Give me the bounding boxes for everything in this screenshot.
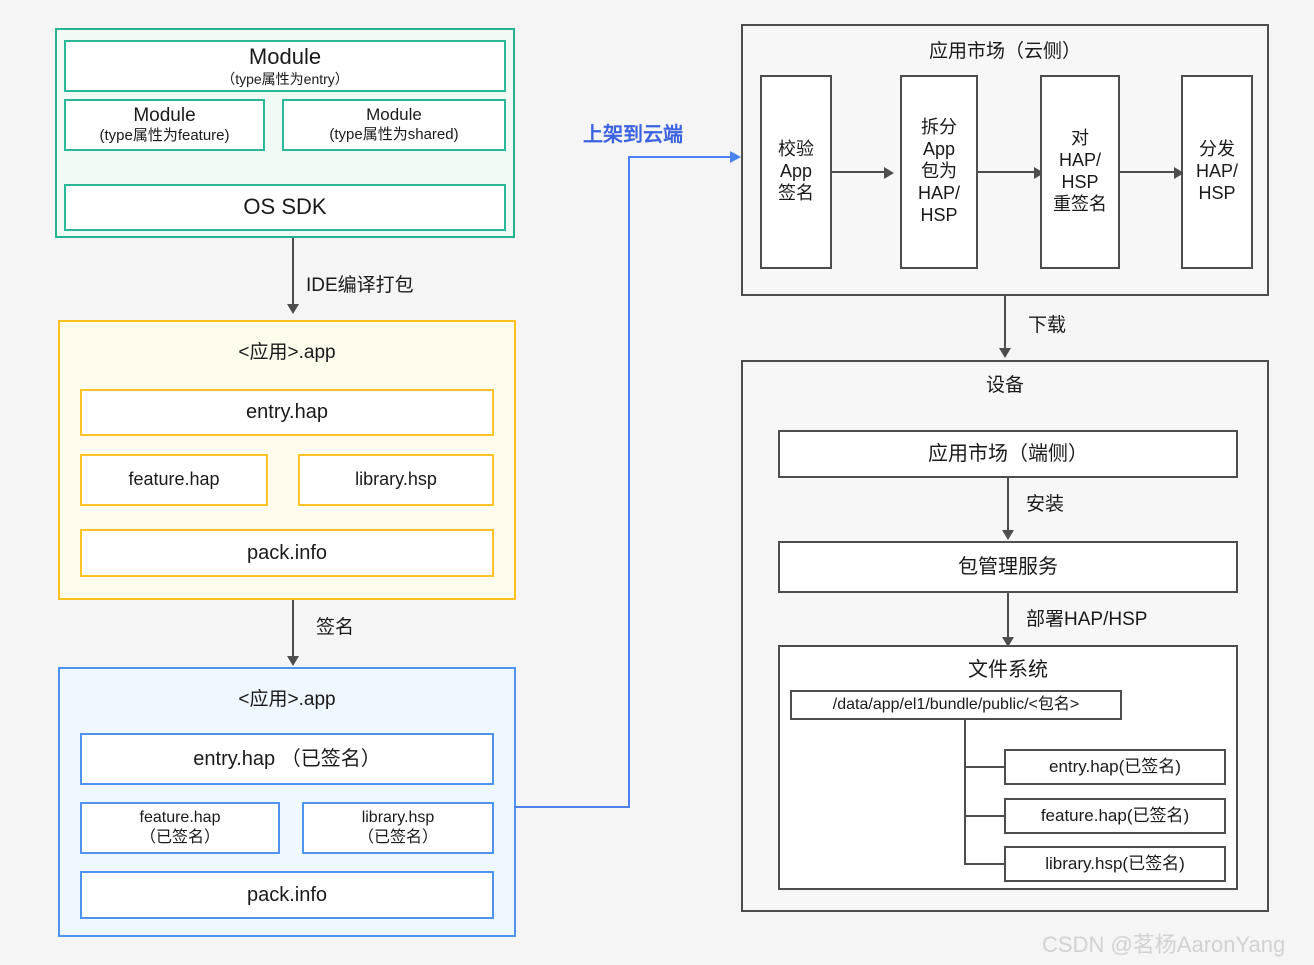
edge-download-label: 下载	[1028, 315, 1067, 336]
cloud-step-2-line-3: 包为	[921, 161, 957, 182]
edge-ide-build-line	[292, 238, 294, 308]
filesystem-file-entry-hap-label: entry.hap(已签名)	[1049, 756, 1181, 776]
cloud-step-2-line-5: HSP	[920, 204, 958, 225]
signed-library-hsp-sublabel: （已签名）	[357, 829, 438, 846]
signed-feature-hap-box[interactable]: feature.hap （已签名）	[80, 802, 280, 854]
upload-arrow-arrowhead	[730, 151, 741, 163]
edge-download-arrowhead	[999, 348, 1011, 358]
filesystem-path-label: /data/app/el1/bundle/public/<包名>	[832, 696, 1080, 714]
cloud-step-1-line-1: 校验	[778, 139, 814, 160]
edge-install-line	[1007, 478, 1009, 534]
edge-ide-build-label: IDE编译打包	[306, 275, 414, 296]
filesystem-tree-branch-2	[964, 815, 1006, 817]
cloud-edge-1-line	[832, 171, 886, 173]
cloud-step-4-line-3: HSP	[1198, 182, 1236, 203]
edge-deploy-arrowhead	[1002, 637, 1014, 647]
os-sdk-label: OS SDK	[243, 194, 327, 220]
app-feature-hap-label: feature.hap	[128, 469, 220, 490]
edge-ide-build-arrowhead	[287, 304, 299, 314]
edge-sign-arrowhead	[287, 656, 299, 666]
signed-library-hsp-label: library.hsp	[361, 809, 435, 827]
signed-pack-info-box[interactable]: pack.info	[80, 871, 494, 919]
app-entry-hap-label: entry.hap	[246, 401, 328, 424]
app-pack-info-label: pack.info	[246, 541, 328, 564]
module-feature-subtitle: (type属性为feature)	[99, 127, 230, 145]
package-manager-box[interactable]: 包管理服务	[778, 541, 1238, 593]
signed-entry-hap-box[interactable]: entry.hap （已签名）	[80, 733, 494, 785]
device-title: 设备	[985, 375, 1024, 396]
cloud-edge-3-arrowhead	[1174, 167, 1184, 179]
app-library-hsp-box[interactable]: library.hsp	[298, 454, 494, 506]
signed-entry-hap-label: entry.hap （已签名）	[193, 747, 381, 770]
module-entry-box[interactable]: Module （type属性为entry）	[64, 40, 506, 92]
os-sdk-box[interactable]: OS SDK	[64, 184, 506, 231]
edge-deploy-line	[1007, 593, 1009, 641]
signed-feature-hap-label: feature.hap	[139, 809, 221, 827]
filesystem-title: 文件系统	[968, 659, 1048, 681]
filesystem-file-entry-hap[interactable]: entry.hap(已签名)	[1004, 749, 1226, 785]
edge-install-arrowhead	[1002, 530, 1014, 540]
filesystem-file-feature-hap-label: feature.hap(已签名)	[1040, 805, 1190, 825]
edge-sign-label: 签名	[316, 617, 355, 638]
module-entry-subtitle: （type属性为entry）	[221, 70, 349, 87]
filesystem-file-feature-hap[interactable]: feature.hap(已签名)	[1004, 798, 1226, 834]
signed-app-package-title: <应用>.app	[238, 689, 336, 710]
module-shared-box[interactable]: Module (type属性为shared)	[282, 99, 506, 151]
edge-deploy-label: 部署HAP/HSP	[1026, 609, 1148, 630]
cloud-step-2-line-4: HAP/	[917, 182, 960, 203]
module-feature-box[interactable]: Module (type属性为feature)	[64, 99, 265, 151]
app-pack-info-box[interactable]: pack.info	[80, 529, 494, 577]
upload-arrow-label: 上架到云端	[583, 124, 683, 146]
module-shared-subtitle: (type属性为shared)	[329, 126, 459, 144]
app-market-client-label: 应用市场（端侧）	[928, 442, 1088, 465]
edge-install-label: 安装	[1026, 494, 1065, 515]
filesystem-file-library-hsp[interactable]: library.hsp(已签名)	[1004, 846, 1226, 882]
cloud-step-3-line-3: HSP	[1061, 172, 1099, 192]
cloud-step-split-app[interactable]: 拆分 App 包为 HAP/ HSP	[900, 75, 978, 269]
cloud-edge-1-arrowhead	[884, 167, 894, 179]
app-feature-hap-box[interactable]: feature.hap	[80, 454, 268, 506]
upload-arrow-segment-h2	[628, 156, 732, 158]
filesystem-tree-branch-3	[964, 863, 1006, 865]
app-package-title: <应用>.app	[238, 342, 336, 363]
edge-sign-line	[292, 600, 294, 660]
cloud-edge-3-line	[1120, 171, 1176, 173]
filesystem-file-library-hsp-label: library.hsp(已签名)	[1045, 853, 1185, 873]
module-feature-title: Module	[133, 105, 196, 127]
cloud-step-distribute[interactable]: 分发 HAP/ HSP	[1181, 75, 1253, 269]
cloud-step-resign[interactable]: 对 HAP/ HSP 重签名	[1040, 75, 1120, 269]
filesystem-tree-trunk	[964, 720, 966, 865]
signed-feature-hap-sublabel: （已签名）	[139, 829, 220, 846]
app-entry-hap-box[interactable]: entry.hap	[80, 389, 494, 436]
cloud-step-1-line-2: App	[779, 161, 813, 182]
app-library-hsp-label: library.hsp	[355, 469, 437, 490]
module-shared-title: Module	[366, 105, 422, 125]
edge-download-line	[1004, 296, 1006, 352]
cloud-step-4-line-1: 分发	[1199, 139, 1235, 160]
upload-arrow-segment-v	[628, 156, 630, 808]
upload-arrow-segment-h1	[514, 806, 630, 808]
watermark: CSDN @茗杨AaronYang	[1042, 932, 1286, 957]
signed-pack-info-label: pack.info	[246, 883, 328, 906]
cloud-edge-2-arrowhead	[1034, 167, 1044, 179]
cloud-step-1-line-3: 签名	[778, 182, 814, 203]
cloud-step-4-line-2: HAP/	[1195, 161, 1238, 182]
module-entry-title: Module	[248, 44, 322, 70]
cloud-step-3-line-4: 重签名	[1053, 193, 1107, 214]
cloud-step-verify-signature[interactable]: 校验 App 签名	[760, 75, 832, 269]
cloud-step-2-line-1: 拆分	[921, 117, 957, 138]
cloud-step-3-line-2: HAP/	[1058, 150, 1101, 171]
cloud-market-title: 应用市场（云侧）	[928, 41, 1081, 62]
package-manager-label: 包管理服务	[958, 555, 1058, 578]
filesystem-tree-branch-1	[964, 766, 1006, 768]
signed-library-hsp-box[interactable]: library.hsp （已签名）	[302, 802, 494, 854]
filesystem-path-box[interactable]: /data/app/el1/bundle/public/<包名>	[790, 690, 1122, 720]
cloud-edge-2-line	[978, 171, 1036, 173]
cloud-step-3-line-1: 对	[1071, 128, 1089, 149]
cloud-step-2-line-2: App	[922, 139, 956, 160]
app-market-client-box[interactable]: 应用市场（端侧）	[778, 430, 1238, 478]
